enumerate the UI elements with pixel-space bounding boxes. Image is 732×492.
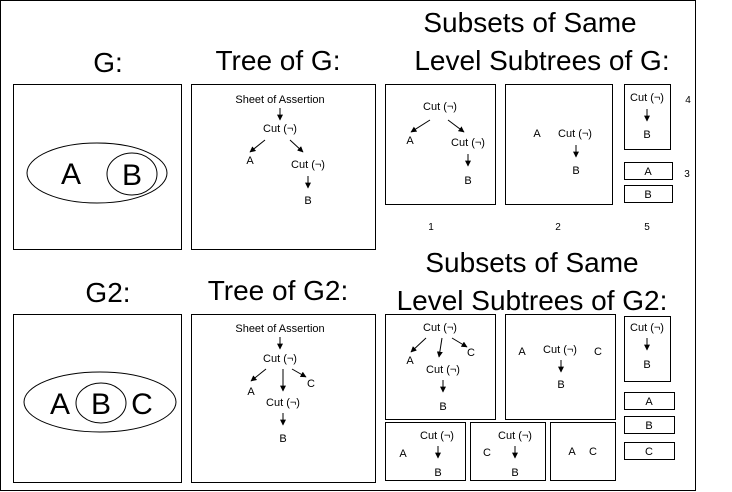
subset-g2-2-a: A [518,346,526,358]
heading-subsets-g2-line1: Subsets of Same [425,247,638,278]
tree-g2-leaf-a: A [247,386,255,398]
subset-g2-1-c: C [467,347,475,359]
subset-g-4-number: 4 [685,95,691,106]
subset-g-1-cut2: Cut (¬) [451,137,485,149]
subset-g-1-a: A [406,135,414,147]
heading-tree-g2: Tree of G2: [208,275,349,306]
subset-g2-6: A C [550,422,616,481]
graph-g: A B [13,84,182,250]
graph-g2-label-b: B [91,388,111,421]
tree-g2-root: Sheet of Assertion [235,323,324,335]
graph-g-outer-cut [26,142,168,204]
tree-g2-leaf-b: B [279,433,286,445]
subset-g2-7-b: B [645,420,652,432]
subset-g-5-number: 5 [644,222,650,233]
subset-g2-4-cut: Cut (¬) [420,430,454,442]
subset-g2-2-cut: Cut (¬) [543,344,577,356]
subset-g2-1-b: B [439,401,446,413]
subset-g-2-b: B [572,165,579,177]
tree-g-leaf-b: B [304,195,311,207]
subset-g2-6-c: C [589,446,597,458]
subset-g-2: A Cut (¬) B [505,84,613,205]
graph-g2-label-a: A [50,388,70,421]
outer-frame [0,0,696,491]
graph-g2-outer-cut [23,371,177,433]
tree-g: Sheet of Assertion Cut (¬) A Cut (¬) B [191,84,376,250]
subset-g-2-a: A [533,128,541,140]
subset-g-1-b: B [464,175,471,187]
subset-g2-5-c: C [483,447,491,459]
subset-g-3-b: B [644,189,651,201]
graph-g2: A B C [13,314,182,483]
subset-g-4-cut: Cut (¬) [630,92,664,104]
subset-g2-2-b: B [557,379,564,391]
subset-g-3: A B [624,162,673,203]
subset-g2-3: Cut (¬) B [624,316,671,382]
subset-g2-4: Cut (¬) A B [385,422,466,481]
subset-g2-1-cut1: Cut (¬) [423,322,457,334]
subset-g-2-cut: Cut (¬) [558,128,592,140]
subset-g2-4-b: B [434,467,441,479]
subset-g2-3-cut: Cut (¬) [630,322,664,334]
subset-g-1-cut1: Cut (¬) [423,101,457,113]
graph-g-label-b: B [122,159,142,192]
heading-g2: G2: [85,277,130,308]
heading-tree-g: Tree of G: [215,45,340,76]
heading-g: G: [93,47,123,78]
subset-g2-6-a: A [568,446,576,458]
subset-g2-3-b: B [643,359,650,371]
tree-g2: Sheet of Assertion Cut (¬) A C Cut (¬) B [191,314,376,483]
subset-g-1: Cut (¬) A Cut (¬) B [385,84,496,205]
graph-g2-label-c: C [131,388,153,421]
heading-subsets-g2-line2: Level Subtrees of G2: [397,285,668,316]
subset-g2-1-a: A [406,355,414,367]
tree-g2-leaf-c: C [307,378,315,390]
subset-g-1-number: 1 [428,222,434,233]
subset-g2-4-a: A [399,448,407,460]
subset-g-2-number: 2 [555,222,561,233]
tree-g2-cut2: Cut (¬) [266,397,300,409]
graph-g-inner-cut [106,152,158,196]
subset-g2-5-b: B [511,467,518,479]
subset-g-4: Cut (¬) B [624,84,671,150]
graph-g2-inner-cut [75,382,127,424]
graph-g-label-a: A [61,158,81,191]
subset-g-3-a: A [644,166,652,178]
heading-subsets-g-line1: Subsets of Same [423,7,636,38]
subset-g2-7-a: A [645,396,653,408]
tree-g-cut1: Cut (¬) [263,123,297,135]
heading-subsets-g-line2: Level Subtrees of G: [414,45,669,76]
tree-g-leaf-a: A [246,155,254,167]
subset-g2-5: Cut (¬) C B [470,422,546,481]
subset-g2-2: A Cut (¬) C B [505,314,616,420]
subset-g-4-b: B [643,129,650,141]
tree-g2-cut1: Cut (¬) [263,353,297,365]
subset-g2-5-cut: Cut (¬) [498,430,532,442]
tree-g-root: Sheet of Assertion [235,94,324,106]
subset-g2-7-c: C [645,446,653,458]
subset-g2-2-c: C [594,346,602,358]
subset-g2-1-cut2: Cut (¬) [426,364,460,376]
subset-g2-7: A B C [624,392,675,460]
subset-g-3-number: 3 [684,169,690,180]
tree-g-cut2: Cut (¬) [291,159,325,171]
subset-g2-1: Cut (¬) A C Cut (¬) B [385,314,496,420]
